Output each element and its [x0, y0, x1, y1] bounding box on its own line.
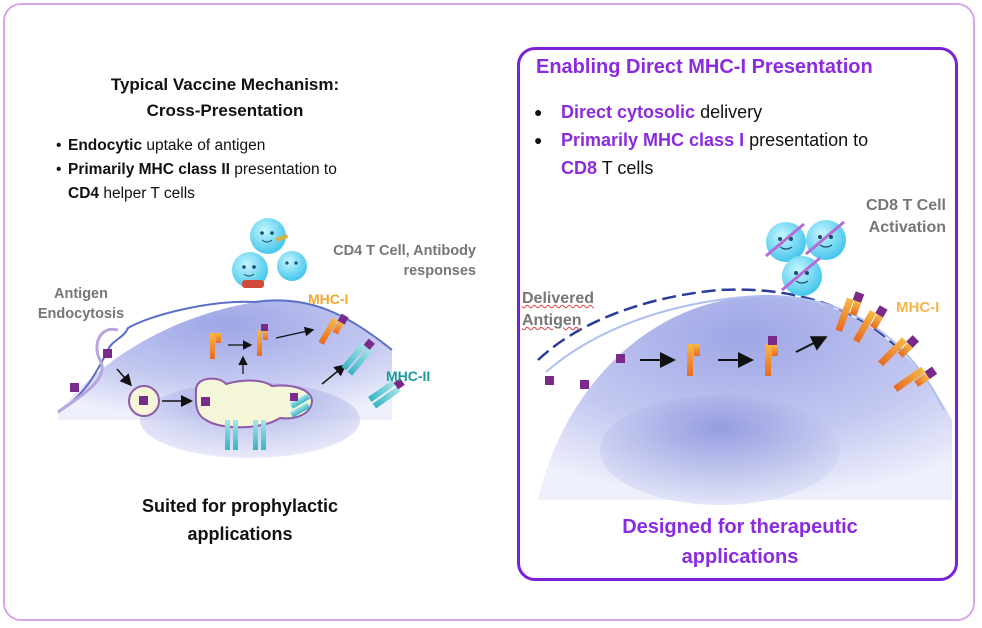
label-cd8-line2: Activation — [868, 219, 946, 236]
right-bullet-2: Primarily MHC class I presentation to — [531, 126, 951, 154]
left-title-line1: Typical Vaccine Mechanism: — [110, 75, 340, 94]
right-cell — [537, 288, 952, 505]
right-bullet-2-cont-text: T cells — [597, 158, 654, 178]
cd4-tcell-group — [232, 218, 307, 288]
right-bullet-list: Direct cytosolic delivery Primarily MHC … — [531, 98, 951, 182]
left-bullet-1: Endocytic uptake of antigen — [56, 134, 416, 158]
left-panel-title: Typical Vaccine Mechanism: Cross-Present… — [60, 72, 390, 124]
right-panel-box — [517, 47, 958, 581]
left-bullet-2-continuation: CD4 helper T cells — [56, 182, 416, 206]
left-bullet-2-bold: Primarily MHC class II — [68, 161, 230, 178]
right-bullet-1-text: delivery — [695, 102, 763, 122]
left-bullet-1-text: uptake of antigen — [142, 137, 266, 154]
label-delivered-line2: Antigen — [522, 312, 582, 329]
label-cd4-line1: CD4 T Cell, Antibody — [333, 243, 476, 259]
left-bullet-1-bold: Endocytic — [68, 137, 143, 154]
left-caption-line1: Suited for prophylactic — [141, 496, 339, 516]
label-mhc1-left: MHC-I — [308, 291, 349, 307]
left-bullet-list: Endocytic uptake of antigen Primarily MH… — [56, 134, 416, 206]
left-bullet-2-cont-text: helper T cells — [99, 185, 195, 202]
left-caption: Suited for prophylactic applications — [110, 492, 370, 548]
label-cd4-response: CD4 T Cell, Antibody responses — [296, 241, 476, 281]
left-bullet-2-text: presentation to — [229, 161, 337, 178]
right-bullet-2-text: presentation to — [744, 130, 869, 150]
left-caption-line2: applications — [187, 524, 293, 544]
right-bullet-1: Direct cytosolic delivery — [531, 98, 951, 126]
right-bullet-1-bold: Direct cytosolic — [561, 102, 696, 122]
left-cell — [57, 299, 405, 458]
outer-frame — [3, 3, 975, 621]
right-panel-title: Enabling Direct MHC-I Presentation — [536, 56, 873, 78]
left-bullet-2-cont-bold: CD4 — [68, 185, 100, 202]
left-bullet-2: Primarily MHC class II presentation to — [56, 158, 416, 182]
label-cd8-activation: CD8 T Cell Activation — [830, 195, 946, 239]
label-antigen-endocytosis: Antigen Endocytosis — [26, 284, 136, 324]
right-bullet-2-continuation: CD8 T cells — [531, 154, 951, 182]
label-delivered-antigen: Delivered Antigen — [522, 288, 612, 332]
right-bullet-2-cont-bold: CD8 — [561, 158, 598, 178]
label-mhc2-left: MHC-II — [386, 368, 431, 384]
right-caption: Designed for therapeutic applications — [560, 512, 920, 572]
label-delivered-line1: Delivered — [522, 290, 595, 307]
label-endocytosis-line1: Antigen — [54, 286, 108, 302]
left-title-line2: Cross-Presentation — [146, 101, 304, 120]
label-cd8-line1: CD8 T Cell — [865, 197, 946, 214]
right-caption-line2: applications — [681, 546, 799, 568]
cd8-tcell-group — [765, 220, 846, 296]
right-bullet-2-bold: Primarily MHC class I — [561, 130, 745, 150]
label-mhc1-right: MHC-I — [896, 299, 940, 316]
label-cd4-line2: responses — [403, 263, 476, 279]
label-endocytosis-line2: Endocytosis — [37, 306, 125, 322]
right-caption-line1: Designed for therapeutic — [622, 516, 858, 538]
